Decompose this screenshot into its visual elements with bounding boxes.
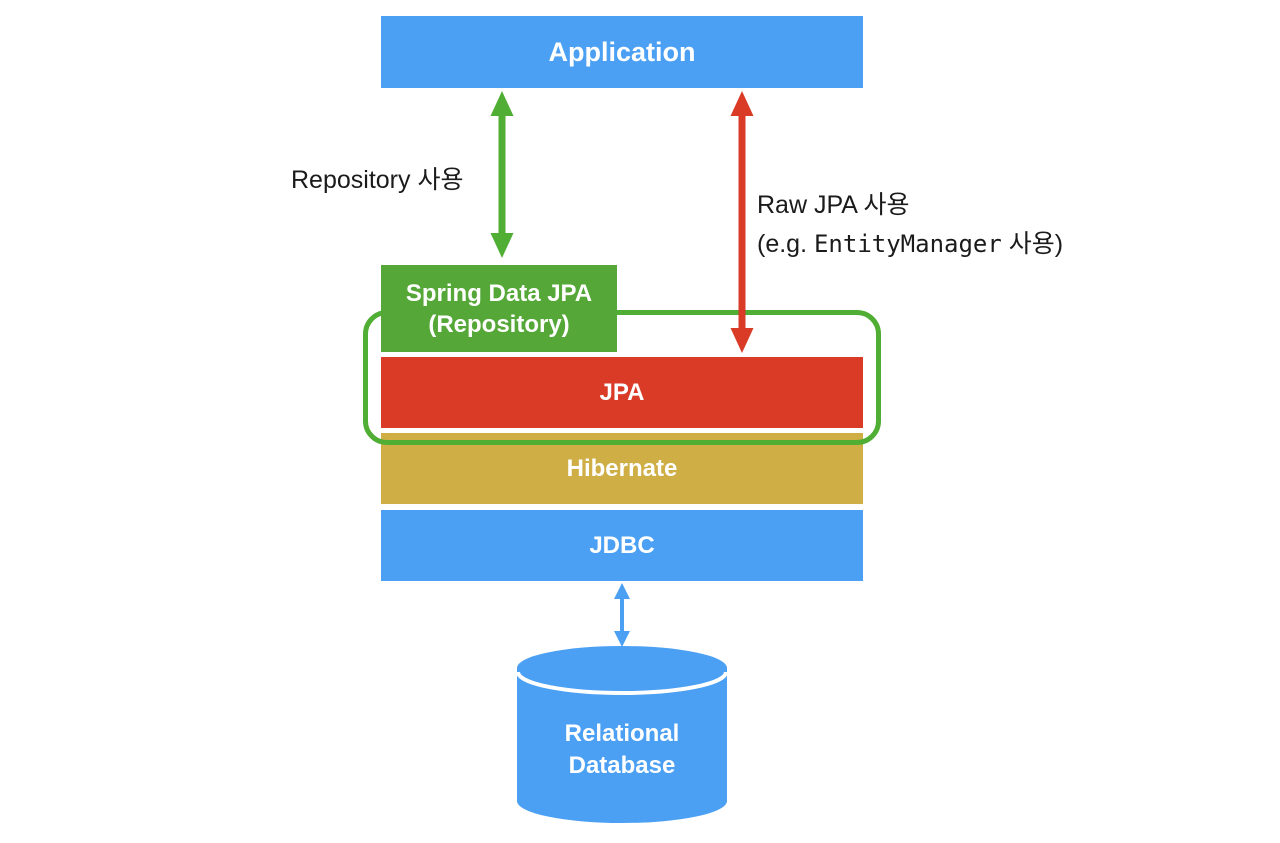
- database-label: Relational Database: [517, 718, 727, 782]
- raw-jpa-example-code: EntityManager: [813, 230, 1002, 258]
- jpa-group-outline: [363, 310, 881, 445]
- jdbc-box: JDBC: [381, 510, 863, 581]
- raw-jpa-example-suffix: 사용): [1001, 230, 1064, 258]
- database-label-line2: Database: [568, 752, 676, 779]
- hibernate-label: Hibernate: [566, 454, 678, 482]
- database-cylinder-icon: [517, 646, 727, 823]
- spring-data-jpa-box: Spring Data JPA (Repository): [381, 265, 617, 352]
- jdbc-label: JDBC: [589, 531, 655, 559]
- database-label-line1: Relational: [564, 720, 680, 747]
- application-box: Application: [381, 16, 863, 88]
- raw-jpa-example-prefix: (e.g.: [757, 230, 814, 258]
- spring-data-jpa-label-line2: (Repository): [428, 310, 570, 338]
- application-jpa-arrow-icon: [730, 91, 754, 353]
- raw-jpa-usage-line2: (e.g. EntityManager 사용): [757, 225, 1063, 264]
- application-spring-arrow-icon: [490, 91, 514, 258]
- raw-jpa-usage-label: Raw JPA 사용 (e.g. EntityManager 사용): [757, 186, 1063, 264]
- application-label: Application: [548, 36, 696, 67]
- raw-jpa-usage-line1: Raw JPA 사용: [757, 191, 910, 219]
- repository-usage-label: Repository 사용: [291, 166, 464, 194]
- spring-data-jpa-label-line1: Spring Data JPA: [405, 279, 593, 307]
- jdbc-database-arrow-icon: [614, 583, 630, 647]
- jpa-box: JPA: [381, 357, 863, 428]
- jpa-label: JPA: [599, 378, 645, 406]
